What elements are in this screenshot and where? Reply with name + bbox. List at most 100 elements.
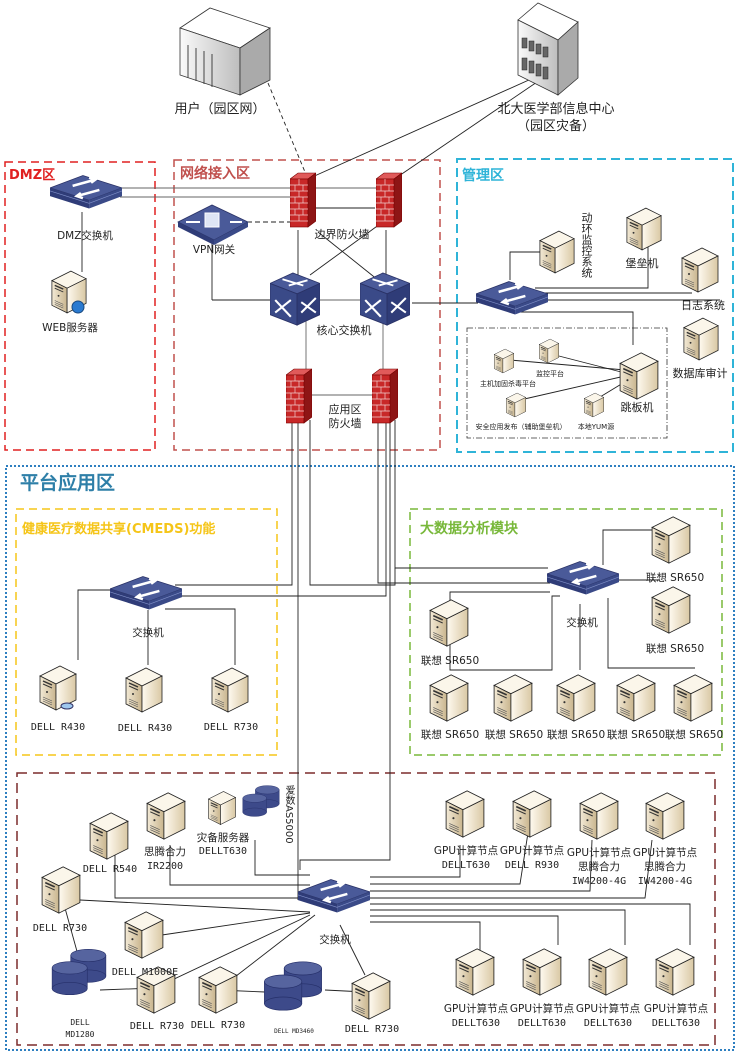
gpu-bottom-label-3a: GPU计算节点	[575, 1003, 641, 1015]
gpu-top-icon-4	[645, 792, 685, 840]
bigdata-server-label-8: 联想 SR650	[664, 729, 724, 741]
log-system-label: 日志系统	[681, 299, 725, 312]
dell-r730-c-icon	[351, 972, 391, 1020]
jump-host-label: 跳板机	[620, 401, 654, 414]
aishu-storage-icon	[242, 785, 280, 817]
zone-platform	[5, 465, 735, 1051]
gpu-bottom-label-2a: GPU计算节点	[509, 1003, 575, 1015]
bigdata-server-icon-6	[556, 674, 596, 722]
md3460-label: DELL MD3460	[274, 1028, 314, 1035]
sitengheli-label-2: IR2200	[146, 861, 184, 872]
dell-m1000e-icon	[124, 911, 164, 959]
md1280-label-1: DELL	[70, 1018, 90, 1027]
gpu-top-icon-3	[579, 792, 619, 840]
md1280-storage-icon	[51, 948, 107, 996]
bigdata-server-icon-7	[616, 674, 656, 722]
cmeds-switch-label: 交换机	[132, 627, 164, 639]
aishu-storage-label: 爱数AS5000	[283, 785, 294, 844]
web-server-label: WEB服务器	[42, 322, 98, 334]
border-firewall-icon-2	[376, 172, 402, 228]
host-av-server-icon	[493, 348, 515, 374]
zone-cmeds	[15, 508, 278, 756]
monitor-platform-label: 监控平台	[536, 370, 564, 378]
app-firewall-icon-2	[372, 368, 398, 424]
backup-server-icon	[207, 790, 237, 826]
bigdata-server-icon-3	[429, 599, 469, 647]
app-firewall-label-2: 防火墙	[328, 417, 362, 430]
jump-host-server-icon	[619, 352, 659, 400]
gpu-bottom-label-3b: DELLT630	[583, 1018, 633, 1029]
zone-mgmt-title: 管理区	[462, 168, 504, 184]
gpu-bottom-label-4b: DELLT630	[651, 1018, 701, 1029]
gpu-top-label-1b: DELLT630	[441, 860, 491, 871]
monitor-platform-server-icon	[538, 338, 560, 364]
globe-icon	[71, 300, 85, 314]
border-firewall-icon-1	[290, 172, 316, 228]
zone-dmz	[4, 161, 156, 451]
gpu-top-label-4a: GPU计算节点	[632, 847, 698, 859]
dmz-switch-icon	[50, 174, 122, 210]
gpu-bottom-icon-2	[522, 948, 562, 996]
bigdata-server-label-4: 联想 SR650	[420, 729, 480, 741]
bigdata-server-label-2: 联想 SR650	[645, 643, 705, 655]
core-switch-icon-2	[360, 271, 410, 326]
zone-bigdata-title: 大数据分析模块	[420, 521, 518, 537]
gpu-top-icon-2	[512, 790, 552, 838]
bigdata-server-icon-5	[493, 674, 533, 722]
gpu-top-label-4c: IW4200-4G	[637, 876, 693, 887]
bigdata-server-icon-8	[673, 674, 713, 722]
zone-cmeds-title: 健康医疗数据共享(CMEDS)功能	[22, 522, 216, 537]
bigdata-server-icon-1	[651, 516, 691, 564]
cmeds-server-icon-2	[125, 667, 163, 713]
bigdata-server-label-5: 联想 SR650	[484, 729, 544, 741]
bigdata-server-label-3: 联想 SR650	[420, 655, 480, 667]
user-campus-building-icon	[179, 7, 271, 96]
dell-r540-label: DELL R540	[82, 864, 138, 875]
zone-access	[173, 159, 441, 451]
cmeds-server-label-3: DELL R730	[203, 722, 259, 733]
sitengheli-ir2200-icon	[146, 792, 186, 840]
dell-r730-b-label: DELL R730	[190, 1020, 246, 1031]
zone-mgmt	[456, 158, 734, 453]
app-firewall-icon-1	[286, 368, 312, 424]
cmeds-server-label-2: DELL R430	[117, 723, 173, 734]
local-yum-server-icon	[583, 392, 605, 418]
backup-server-label-2: DELLT630	[198, 846, 248, 857]
zone-dmz-title: DMZ区	[9, 168, 56, 183]
cmeds-server-label-1: DELL R430	[30, 722, 86, 733]
zone-mgmt-inner	[466, 327, 668, 439]
dell-r540-icon	[89, 812, 129, 860]
env-monitor-label: 动环监控系统	[580, 212, 593, 278]
gpu-top-label-2b: DELL R930	[504, 860, 560, 871]
bastion-server-icon	[626, 207, 662, 251]
md1280-label-2: MD1280	[65, 1030, 95, 1039]
dell-r730-left-icon	[41, 866, 81, 914]
dell-r730-b-icon	[198, 966, 238, 1014]
dmz-switch-label: DMZ交换机	[57, 230, 113, 242]
cmeds-server-icon-3	[211, 667, 249, 713]
gpu-top-label-2a: GPU计算节点	[499, 845, 565, 857]
gpu-top-label-3c: IW4200-4G	[571, 876, 627, 887]
dell-m1000e-label: DELL M1000E	[111, 967, 179, 978]
db-audit-server-icon	[683, 317, 719, 361]
gpu-bottom-label-2b: DELLT630	[517, 1018, 567, 1029]
host-av-label: 主机加固杀毒平台	[480, 380, 536, 388]
bigdata-server-label-6: 联想 SR650	[546, 729, 606, 741]
db-audit-label: 数据库审计	[672, 367, 728, 380]
gpu-top-label-3b: 思腾合力	[578, 861, 620, 873]
gpu-bottom-icon-1	[455, 948, 495, 996]
info-center-label: 北大医学部信息中心	[497, 102, 615, 117]
info-center-sublabel: （园区灾备）	[516, 119, 596, 134]
gpu-bottom-label-1b: DELLT630	[451, 1018, 501, 1029]
info-center-building-icon	[517, 2, 579, 96]
links	[59, 74, 720, 993]
gpu-top-icon-1	[445, 790, 485, 838]
secure-app-server-icon	[505, 392, 527, 418]
local-yum-label: 本地YUM源	[577, 423, 615, 431]
bigdata-server-label-7: 联想 SR650	[606, 729, 666, 741]
zone-platform-title: 平台应用区	[20, 472, 116, 494]
dell-r730-left-label: DELL R730	[32, 923, 88, 934]
core-switch-label: 核心交换机	[316, 324, 372, 337]
bigdata-server-icon-2	[651, 586, 691, 634]
